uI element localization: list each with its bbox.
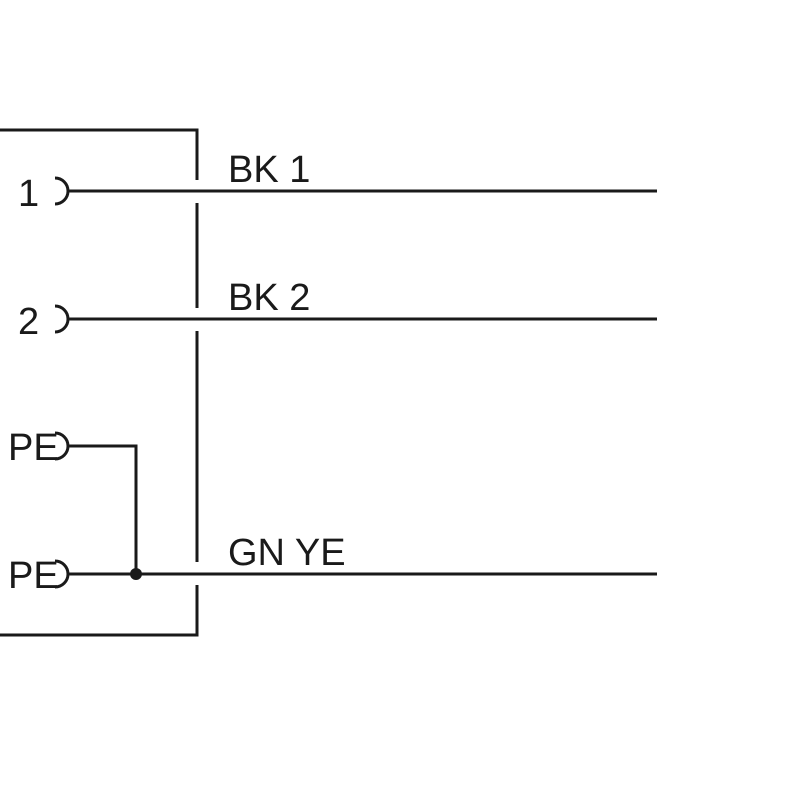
pin-label-1: 1 xyxy=(18,173,39,215)
connector-housing xyxy=(0,128,199,637)
wire-label-bk1: BK 1 xyxy=(228,149,310,191)
socket-contact-icon-1 xyxy=(54,176,70,206)
junction-dot xyxy=(130,568,142,580)
wire-pe-bridge xyxy=(68,444,138,574)
socket-contact-icon-2 xyxy=(54,304,70,334)
wire-label-gnye: GN YE xyxy=(228,532,346,574)
pin-label-pe-a: PE xyxy=(8,427,59,469)
wire-label-bk2: BK 2 xyxy=(228,277,310,319)
pin-label-2: 2 xyxy=(18,301,39,343)
pin-label-pe-b: PE xyxy=(8,555,59,597)
